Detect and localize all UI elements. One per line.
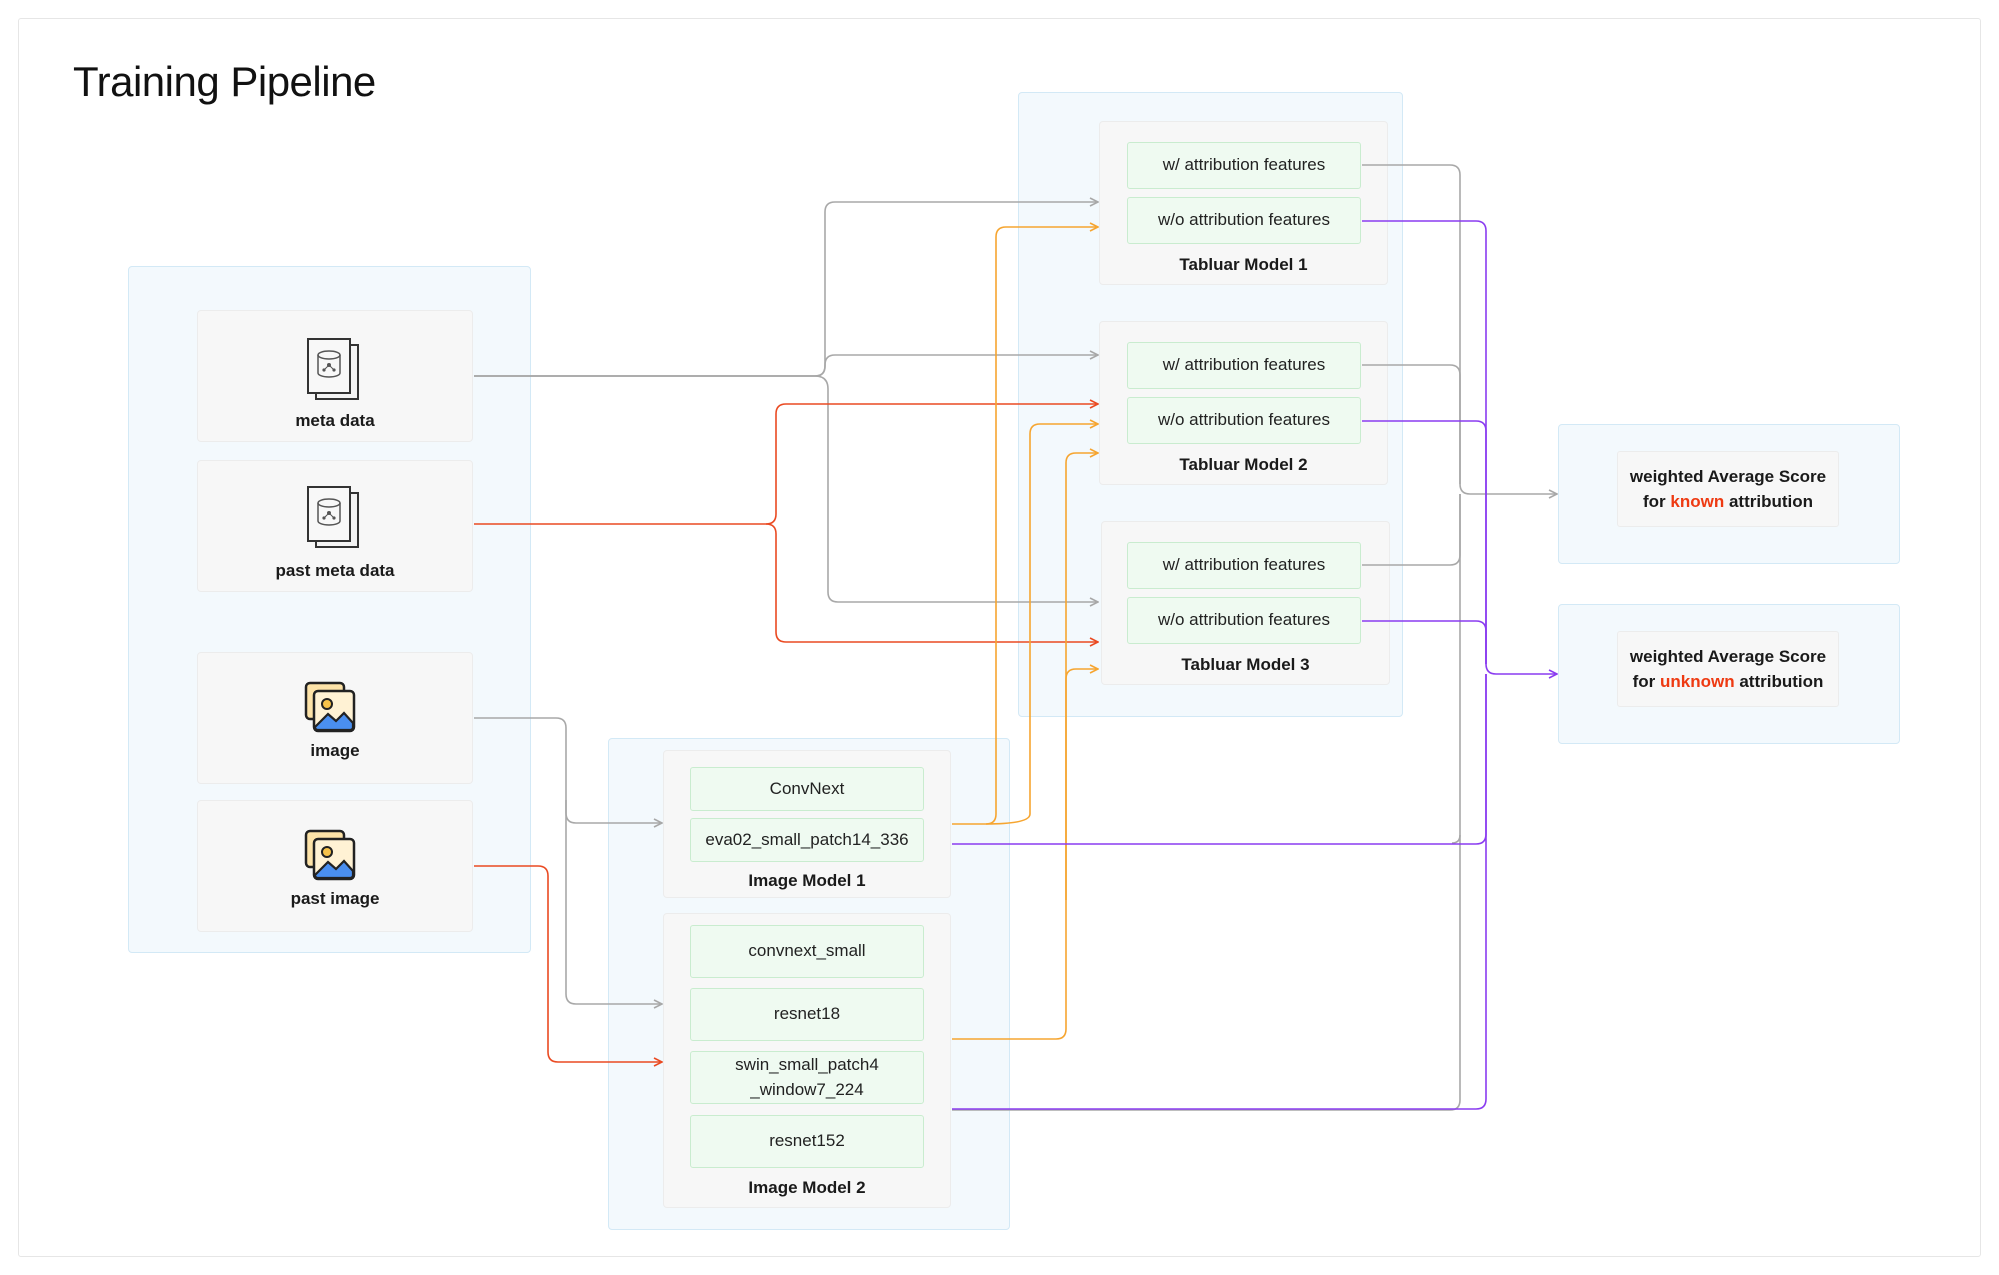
tabular-model-3-title: Tabluar Model 3 xyxy=(1181,655,1310,674)
database-document-icon xyxy=(307,338,359,400)
source-label: past meta data xyxy=(275,561,395,580)
model-chip-eva02: eva02_small_patch14_336 xyxy=(690,818,924,862)
output-line1: weighted Average Score xyxy=(1629,646,1827,666)
database-document-icon xyxy=(307,486,359,548)
source-label: past image xyxy=(290,889,380,908)
tabular-chip-with-attribution: w/ attribution features xyxy=(1127,542,1361,589)
unknown-highlight: unknown xyxy=(1660,672,1735,691)
output-unknown-score: weighted Average Score for unknown attri… xyxy=(1617,631,1839,707)
model-chip-convnext-small: convnext_small xyxy=(690,925,924,978)
output-line2: for unknown attribution xyxy=(1632,672,1824,691)
model-chip-resnet152: resnet152 xyxy=(690,1115,924,1168)
output-line2: for known attribution xyxy=(1643,492,1813,511)
image-stack-icon xyxy=(304,829,356,881)
tabular-model-2-title: Tabluar Model 2 xyxy=(1179,455,1308,474)
tabular-chip-without-attribution: w/o attribution features xyxy=(1127,597,1361,644)
tabular-chip-without-attribution: w/o attribution features xyxy=(1127,397,1361,444)
source-card-past-image: past image xyxy=(197,800,473,932)
model-chip-convnext: ConvNext xyxy=(690,767,924,811)
tabular-model-1-title: Tabluar Model 1 xyxy=(1179,255,1308,274)
output-line1: weighted Average Score xyxy=(1629,466,1827,486)
tabular-chip-with-attribution: w/ attribution features xyxy=(1127,342,1361,389)
image-stack-icon xyxy=(304,681,356,733)
tabular-chip-with-attribution: w/ attribution features xyxy=(1127,142,1361,189)
diagram-title: Training Pipeline xyxy=(73,58,376,105)
model-chip-swin-small: swin_small_patch4 _window7_224 xyxy=(690,1051,924,1104)
tabular-chip-without-attribution: w/o attribution features xyxy=(1127,197,1361,244)
known-highlight: known xyxy=(1670,492,1725,511)
source-card-past-meta-data: past meta data xyxy=(197,460,473,592)
output-known-score: weighted Average Score for known attribu… xyxy=(1617,451,1839,527)
image-model-1-title: Image Model 1 xyxy=(748,871,866,890)
model-chip-resnet18: resnet18 xyxy=(690,988,924,1041)
source-card-image: image xyxy=(197,652,473,784)
source-label: image xyxy=(310,741,360,760)
source-card-meta-data: meta data xyxy=(197,310,473,442)
image-model-2-title: Image Model 2 xyxy=(748,1178,866,1197)
source-label: meta data xyxy=(295,411,375,430)
